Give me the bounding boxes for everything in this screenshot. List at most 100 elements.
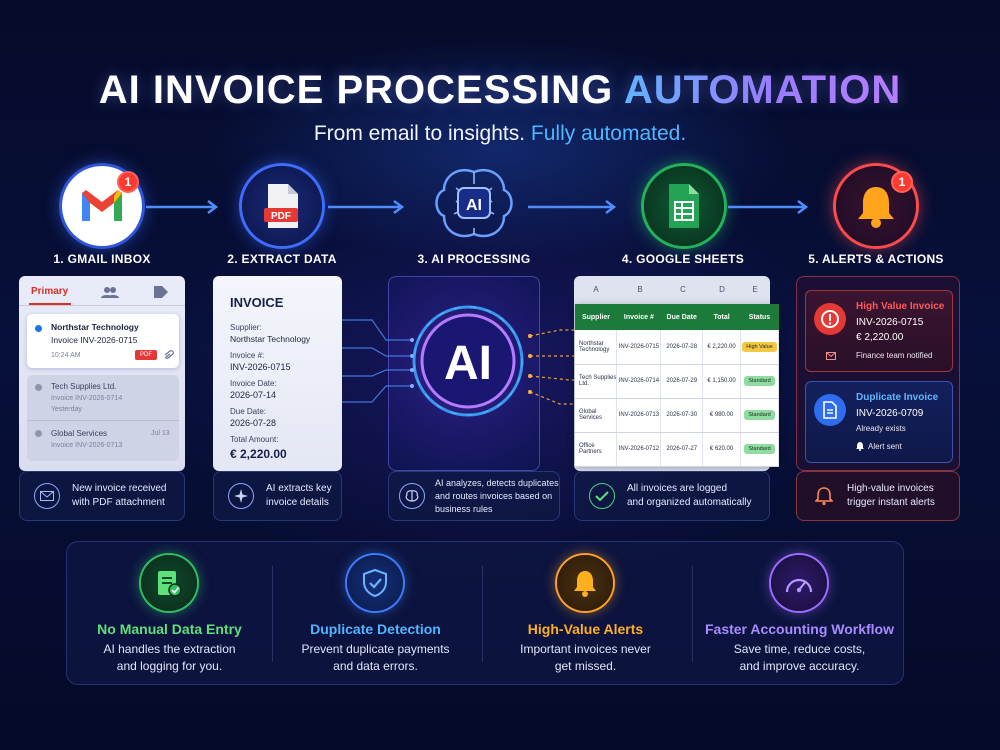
- alert-title: High Value Invoice: [856, 301, 945, 312]
- ai-footer-note: AI analyzes, detects duplicates and route…: [388, 471, 560, 521]
- tag-icon[interactable]: [153, 285, 169, 299]
- table-cell-due: 2026-07-29: [660, 364, 704, 399]
- benefit-desc-line-2: and data errors.: [333, 659, 418, 673]
- mail-time: Yesterday: [51, 406, 82, 413]
- table-cell-invoice: INV-2026-0715: [616, 330, 662, 365]
- ai-brain-icon: AI: [435, 169, 513, 238]
- mail-item[interactable]: Tech Supplies Ltd. Invoice INV-2026-0714…: [27, 375, 179, 461]
- gmail-footer-note: New invoice received with PDF attachment: [19, 471, 185, 521]
- pdf-attachment-chip[interactable]: PDF: [135, 350, 157, 360]
- speedometer-icon: [771, 555, 827, 611]
- table-cell-total: € 1,150.00: [702, 364, 742, 399]
- footer-line-2: with PDF attachment: [72, 497, 165, 508]
- mail-sender: Northstar Technology: [51, 322, 139, 332]
- table-header-cell: Supplier: [575, 304, 617, 330]
- benefit-divider: [482, 566, 483, 662]
- alert-title: Duplicate Invoice: [856, 392, 939, 403]
- document-icon: [814, 394, 846, 426]
- table-header-cell: Status: [740, 304, 779, 330]
- alert-detail: Already exists: [856, 424, 906, 433]
- spreadsheet-table-wrap: Supplier Invoice # Due Date Total Status…: [575, 304, 779, 467]
- sparkle-icon: [228, 483, 254, 509]
- benefit-title: High-Value Alerts: [527, 621, 644, 637]
- brain-ai-text: AI: [466, 197, 482, 214]
- step-4-circle: [644, 166, 724, 246]
- table-cell-due: 2026-07-27: [660, 432, 704, 467]
- table-cell-total: € 620.00: [702, 432, 742, 467]
- paperclip-icon: [164, 350, 174, 360]
- table-cell-status: Standard: [740, 398, 779, 433]
- footer-line-1: AI extracts key: [266, 483, 332, 494]
- spreadsheet-table: Supplier Invoice # Due Date Total Status…: [575, 304, 779, 467]
- benefit-desc-line-2: and logging for you.: [116, 659, 223, 673]
- benefit-divider: [692, 566, 693, 662]
- high-value-alert-card[interactable]: High Value Invoice INV-2026-0715 € 2,220…: [805, 290, 953, 372]
- flow-arrow-2: [328, 200, 405, 214]
- mail-subject: Invoice INV-2026-0714: [51, 395, 123, 402]
- bell-icon: [858, 187, 894, 228]
- mail-divider: [27, 420, 179, 421]
- step-4-label: 4. GOOGLE SHEETS: [621, 252, 745, 266]
- tab-primary[interactable]: Primary: [31, 286, 69, 297]
- footer-line-1: New invoice received: [72, 483, 167, 494]
- benefit-faster-workflow: Faster Accounting Workflow Save time, re…: [697, 542, 902, 686]
- mail-envelope-icon: [34, 483, 60, 509]
- brain-small-icon: [399, 483, 425, 509]
- pdf-icon-text: PDF: [271, 211, 291, 222]
- flow-arrow-3: [528, 200, 617, 214]
- ai-core-text: AI: [444, 337, 492, 390]
- mail-time: Jul 13: [151, 430, 170, 437]
- alert-note: Alert sent: [868, 442, 902, 451]
- benefit-description: Save time, reduce costs, and improve accu…: [697, 641, 902, 675]
- alert-invoice-number: INV-2026-0715: [856, 317, 924, 328]
- table-header-cell: Total: [702, 304, 741, 330]
- step-1-label: 1. GMAIL INBOX: [53, 252, 151, 266]
- benefit-description: Prevent duplicate payments and data error…: [273, 641, 478, 675]
- benefit-title: Duplicate Detection: [310, 621, 441, 637]
- table-cell-due: 2026-07-30: [660, 398, 704, 433]
- column-header-row: A B C D E: [574, 276, 770, 304]
- footer-line-2: and routes invoices based on: [435, 490, 553, 501]
- people-icon[interactable]: [101, 286, 119, 298]
- benefit-desc-line-1: Save time, reduce costs,: [733, 642, 866, 656]
- mail-small-icon: [826, 352, 836, 360]
- page-title: AI INVOICE PROCESSING AUTOMATION: [98, 68, 902, 112]
- invoice-heading: INVOICE: [230, 295, 284, 310]
- column-letter: C: [680, 285, 686, 294]
- table-cell-supplier: Northstar Technology: [575, 330, 618, 365]
- alert-note: Finance team notified: [856, 351, 933, 360]
- mail-item-highlighted[interactable]: Northstar Technology Invoice INV-2026-07…: [27, 314, 179, 368]
- due-date-value: 2026-07-28: [230, 418, 277, 428]
- checklist-icon: [141, 555, 197, 611]
- footer-line-1: AI analyzes, detects duplicates: [435, 477, 559, 488]
- table-cell-invoice: INV-2026-0714: [616, 364, 662, 399]
- gmail-inbox-panel: Primary Northstar Technology Invoice INV…: [19, 276, 185, 471]
- ai-connector-lines: [342, 319, 600, 405]
- step-2-label: 2. EXTRACT DATA: [227, 252, 337, 266]
- status-badge: Standard: [744, 376, 775, 386]
- total-amount-value: € 2,220.00: [230, 447, 287, 461]
- table-cell-invoice: INV-2026-0713: [616, 398, 662, 433]
- invoice-number-value: INV-2026-0715: [230, 362, 291, 372]
- benefit-title: Faster Accounting Workflow: [704, 621, 894, 637]
- footer-line-1: All invoices are logged: [627, 483, 728, 494]
- benefit-desc-line-1: Prevent duplicate payments: [301, 642, 450, 656]
- pdf-file-icon: PDF: [264, 184, 298, 228]
- benefit-desc-line-2: and improve accuracy.: [739, 659, 860, 673]
- duplicate-alert-card[interactable]: Duplicate Invoice INV-2026-0709 Already …: [805, 381, 953, 463]
- step-5-label: 5. ALERTS & ACTIONS: [808, 252, 944, 266]
- table-cell-due: 2026-07-28: [660, 330, 704, 365]
- supplier-label: Supplier:: [230, 323, 262, 332]
- flow-arrow-4: [728, 200, 809, 214]
- table-cell-total: € 980.00: [702, 398, 742, 433]
- bell-outline-icon: [811, 483, 837, 509]
- status-badge: Standard: [744, 410, 775, 420]
- mail-subject: Invoice INV-2026-0713: [51, 442, 123, 449]
